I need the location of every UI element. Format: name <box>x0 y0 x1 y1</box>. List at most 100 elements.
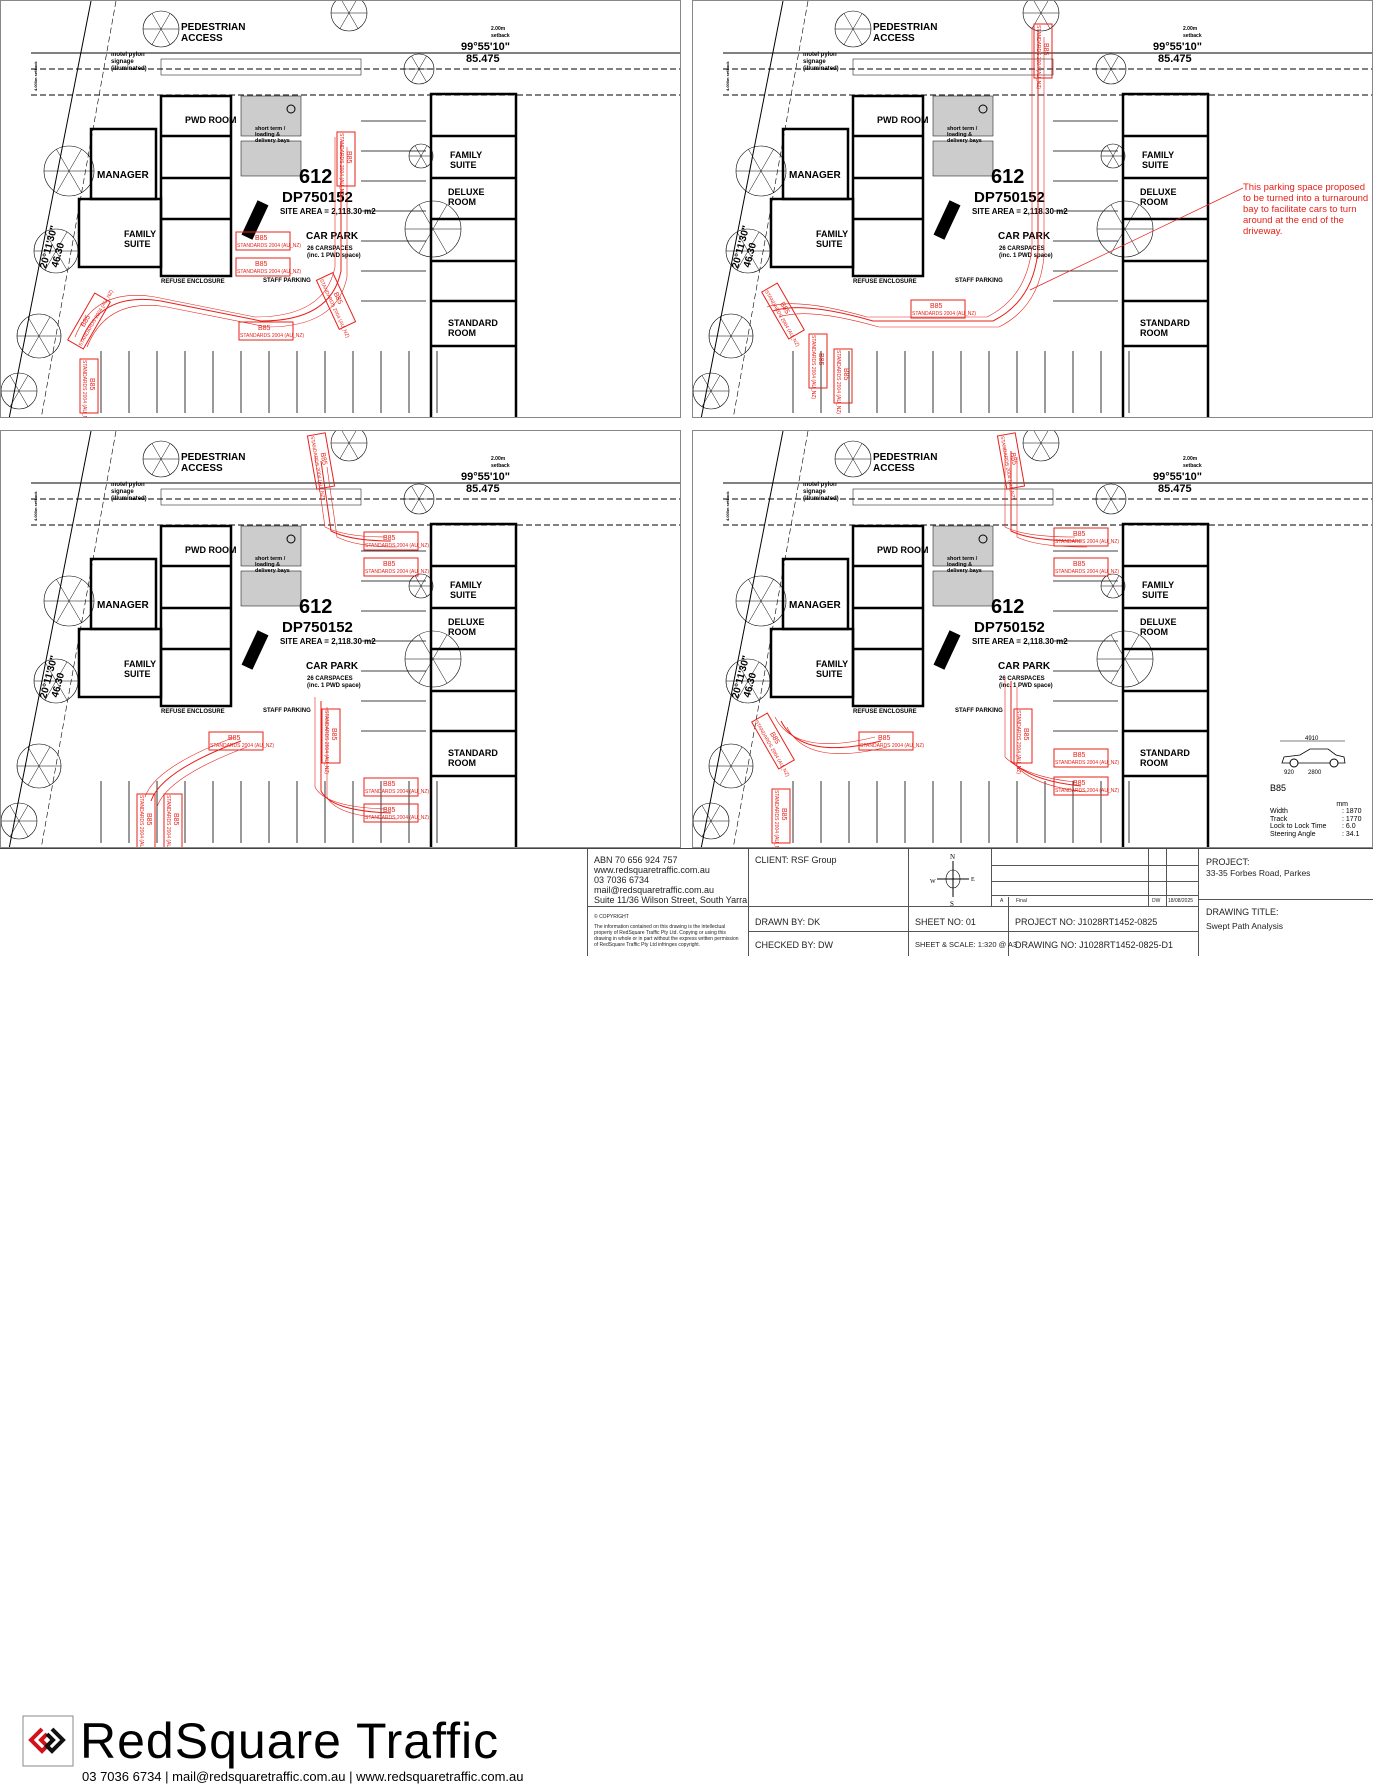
svg-text:B85: B85 <box>258 325 271 332</box>
swept-path <box>780 451 1082 787</box>
revision-date: 18/08/2025 <box>1168 898 1194 904</box>
svg-text:B85: B85 <box>319 452 328 466</box>
plan-label: (illuminated) <box>803 66 839 72</box>
plan-label: SUITE <box>1142 160 1169 170</box>
plan-label: FAMILY <box>450 150 482 160</box>
plan-label: DP750152 <box>282 619 353 636</box>
plan-label: ROOM <box>448 328 476 338</box>
plan-label: PWD ROOM <box>185 115 237 125</box>
tree-icon <box>16 313 62 359</box>
plan-label: setback <box>491 33 510 39</box>
plan-label: 99°55'10" <box>1153 471 1202 483</box>
svg-text:4910: 4910 <box>1305 736 1319 742</box>
plan-label: REFUSE ENCLOSURE <box>161 709 225 715</box>
plan-label: FAMILY <box>124 659 156 669</box>
drawing-title-label: DRAWING TITLE: <box>1206 907 1279 917</box>
svg-text:STANDARDS 2004 (AU_NZ): STANDARDS 2004 (AU_NZ) <box>81 360 87 418</box>
plan-label: ROOM <box>1140 758 1168 768</box>
plan-label: setback <box>1183 33 1202 39</box>
svg-text:STANDARDS 2004 (AU_NZ): STANDARDS 2004 (AU_NZ) <box>138 795 144 848</box>
plan-label: 4.000m setback <box>725 61 730 91</box>
svg-text:B85: B85 <box>878 735 891 742</box>
svg-text:B85: B85 <box>88 378 95 391</box>
car-profile-icon: 4910 920 2800 <box>1280 736 1346 776</box>
svg-text:STANDARDS 2004 (AU_NZ): STANDARDS 2004 (AU_NZ) <box>1055 539 1119 545</box>
tree-icon <box>693 802 730 840</box>
plan-label: signage <box>111 59 134 65</box>
plan-label: SITE AREA = 2,118.30 m2 <box>280 637 376 646</box>
plan-label: 26 CARSPACES <box>999 676 1045 682</box>
plan-label: 2.00m <box>1183 456 1198 462</box>
svg-text:B85: B85 <box>1009 452 1018 466</box>
title-block: RedSquare Traffic 03 7036 6734 | mail@re… <box>0 848 1373 1784</box>
svg-text:B85: B85 <box>1073 780 1086 787</box>
plan-label: FAMILY <box>1142 150 1174 160</box>
svg-text:B85: B85 <box>172 813 179 826</box>
plan-label: DELUXE <box>1140 187 1177 197</box>
svg-text:STANDARDS 2004 (AU_NZ): STANDARDS 2004 (AU_NZ) <box>237 243 301 249</box>
accessible-parking-icon <box>286 534 296 544</box>
plan-label: PEDESTRIAN <box>181 452 245 463</box>
svg-text:STANDARDS 2004 (AU_NZ): STANDARDS 2004 (AU_NZ) <box>318 278 351 339</box>
plan-label: CAR PARK <box>998 231 1051 242</box>
project-no: PROJECT NO: J1028RT1452-0825 <box>1015 917 1158 927</box>
plan-label: DELUXE <box>448 187 485 197</box>
tree-icon <box>1022 431 1060 462</box>
plan-label: motel pylon <box>803 52 837 58</box>
tree-icon <box>43 145 95 197</box>
tree-icon <box>725 658 771 704</box>
svg-text:STANDARDS 2004 (AU_NZ): STANDARDS 2004 (AU_NZ) <box>1035 25 1041 89</box>
plan-label: FAMILY <box>816 229 848 239</box>
plan-label: FAMILY <box>1142 580 1174 590</box>
plan-label: short term / <box>255 126 286 132</box>
plan-label: MANAGER <box>97 600 149 611</box>
plan-label: (illuminated) <box>803 496 839 502</box>
svg-text:920: 920 <box>1284 770 1295 775</box>
tree-icon <box>1100 143 1126 169</box>
svg-text:STANDARDS 2004 (AU_NZ): STANDARDS 2004 (AU_NZ) <box>1055 569 1119 575</box>
tree-icon <box>693 372 730 410</box>
svg-text:S: S <box>950 900 954 907</box>
plan-label: SUITE <box>816 239 843 249</box>
plan-label: 4.000m setback <box>33 61 38 91</box>
svg-text:B85: B85 <box>383 781 396 788</box>
tree-icon <box>1096 630 1154 688</box>
svg-text:STANDARDS 2004 (AU_NZ): STANDARDS 2004 (AU_NZ) <box>365 789 429 795</box>
revision-desc: Final <box>1016 898 1027 904</box>
svg-text:B85: B85 <box>255 261 268 268</box>
tree-icon <box>1096 200 1154 258</box>
svg-text:STANDARDS 2004 (AU_NZ): STANDARDS 2004 (AU_NZ) <box>860 743 924 749</box>
plan-label: MANAGER <box>789 170 841 181</box>
plan-label: SITE AREA = 2,118.30 m2 <box>280 207 376 216</box>
tree-icon <box>408 573 434 599</box>
plan-label: loading & <box>947 562 972 568</box>
plan-label: (inc. 1 PWD space) <box>999 253 1053 259</box>
tree-icon <box>1100 573 1126 599</box>
plan-label: loading & <box>255 562 280 568</box>
plan-label: 26 CARSPACES <box>999 246 1045 252</box>
plan-label: delivery bays <box>255 138 290 144</box>
tree-icon <box>43 575 95 627</box>
sheet-scale: SHEET & SCALE: 1:320 @ A3 <box>915 940 1018 949</box>
svg-text:B85: B85 <box>332 291 344 305</box>
tree-icon <box>330 431 368 462</box>
plan-label: SITE AREA = 2,118.30 m2 <box>972 207 1068 216</box>
plan-label: loading & <box>947 132 972 138</box>
plan-label: PWD ROOM <box>877 545 929 555</box>
project-address: 33-35 Forbes Road, Parkes <box>1206 868 1311 878</box>
plan-label: 612 <box>991 166 1024 188</box>
plan-label: 2.00m <box>1183 26 1198 32</box>
tree-icon <box>16 743 62 789</box>
